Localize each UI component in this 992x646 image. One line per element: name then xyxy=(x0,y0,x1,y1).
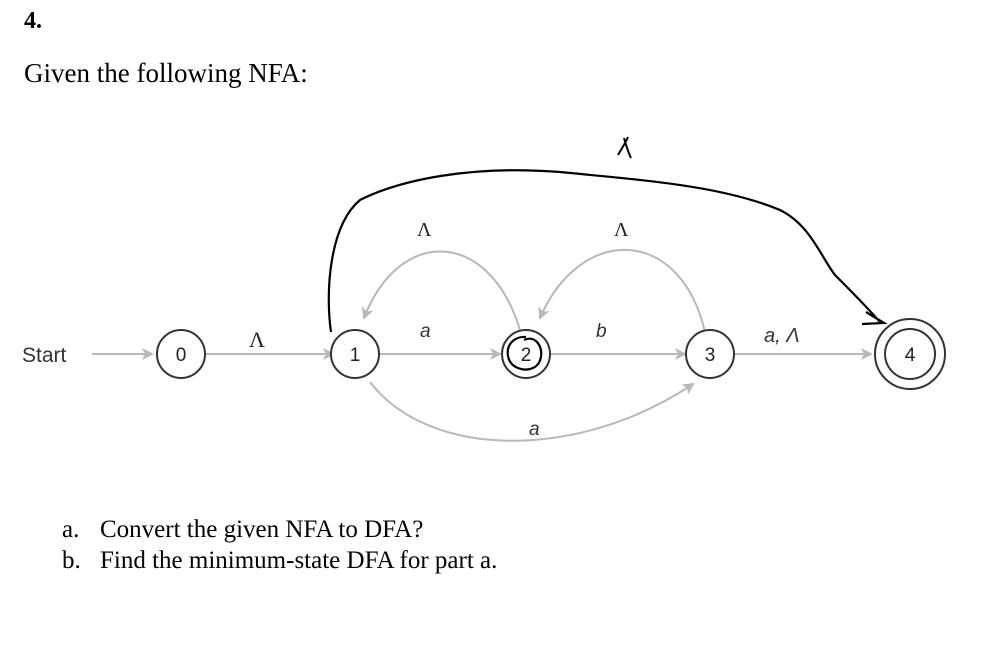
state-4-label: 4 xyxy=(905,345,916,366)
edge-3-2-loop xyxy=(538,249,706,333)
edge-label-2-3: b xyxy=(596,321,607,342)
part-a-text: Convert the given NFA to DFA? xyxy=(100,516,424,543)
question-parts: a. Convert the given NFA to DFA? b. Find… xyxy=(62,514,497,576)
state-0 xyxy=(156,329,206,379)
state-1 xyxy=(330,329,380,379)
intro-text: Given the following NFA: xyxy=(24,58,308,88)
state-2-label: 2 xyxy=(521,345,532,366)
part-b-marker: b. xyxy=(62,547,81,574)
state-0-label: 0 xyxy=(176,345,187,366)
edge-label-1-3: a xyxy=(529,419,540,440)
edge-label-3-4: a, Λ xyxy=(764,325,800,347)
handwritten-arrowhead xyxy=(861,311,888,326)
edge-label-3-2: Λ xyxy=(614,219,629,241)
state-1-label: 1 xyxy=(350,345,361,366)
state-3 xyxy=(685,329,735,379)
state-4-inner xyxy=(884,328,936,380)
part-b: b. Find the minimum-state DFA for part a… xyxy=(62,545,497,576)
state-2-handwritten-circle xyxy=(506,335,543,371)
part-a-marker: a. xyxy=(62,516,80,543)
handwritten-edge-1-4 xyxy=(327,169,881,333)
edge-label-2-1: Λ xyxy=(417,219,432,241)
state-3-label: 3 xyxy=(705,345,716,366)
edge-2-1-loop xyxy=(362,250,521,331)
edge-1-3-bottom xyxy=(369,381,695,442)
start-label: Start xyxy=(22,344,67,367)
edge-label-1-2: a xyxy=(420,321,431,342)
handwritten-lambda-glyph xyxy=(617,136,632,159)
part-a: a. Convert the given NFA to DFA? xyxy=(62,514,497,545)
edge-label-0-1: Λ xyxy=(249,327,265,352)
part-b-text: Find the minimum-state DFA for part a. xyxy=(100,547,498,574)
question-number: 4. xyxy=(24,8,42,34)
